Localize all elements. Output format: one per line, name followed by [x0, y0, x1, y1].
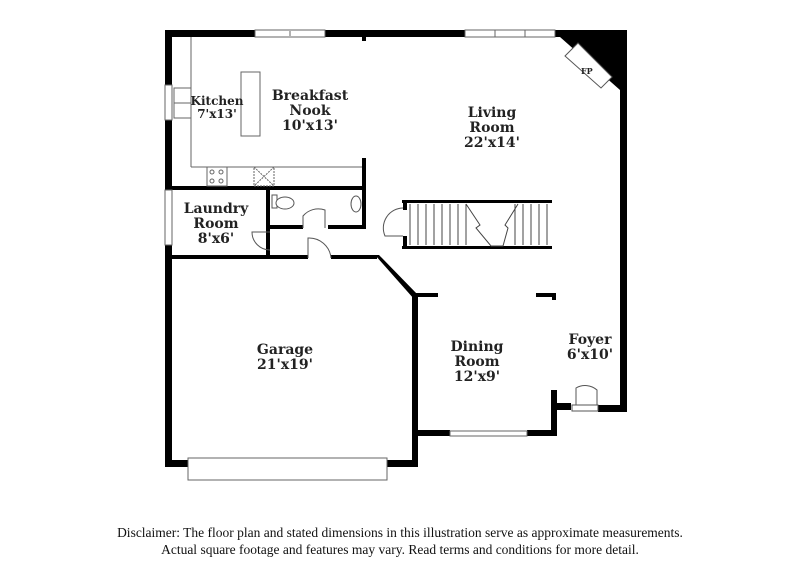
room-label-breakfast-nook: Breakfast Nook 10'x13'	[271, 88, 349, 135]
room-label-laundry-room: Laundry Room 8'x6'	[183, 201, 249, 248]
room-name-line1: Living	[467, 105, 517, 121]
room-label-dining-room: Dining Room 12'x9'	[450, 339, 504, 386]
room-label-garage: Garage 21'x19'	[256, 342, 314, 374]
door-garage	[307, 237, 332, 259]
door-stair-closet	[382, 207, 404, 237]
room-name-line1: Breakfast	[271, 88, 349, 104]
window-kitchen-left	[164, 84, 173, 121]
disclaimer-line-1: Disclaimer: The floor plan and stated di…	[117, 525, 683, 540]
door-bathroom	[302, 208, 326, 228]
room-dimensions: 10'x13'	[282, 118, 338, 135]
room-name: Garage	[256, 342, 314, 358]
room-dimensions: 12'x9'	[453, 369, 501, 386]
room-dimensions: 7'x13'	[197, 106, 237, 121]
window-living-top	[464, 29, 556, 38]
room-name-line1: Dining	[450, 339, 504, 355]
windows	[164, 29, 556, 481]
doors	[251, 207, 599, 412]
door-front-sill	[571, 404, 599, 412]
window-laundry-left	[164, 189, 173, 246]
room-dimensions: 8'x6'	[197, 231, 235, 248]
door-front	[575, 385, 598, 405]
window-dining-bottom	[449, 430, 528, 437]
door-laundry	[251, 231, 271, 251]
room-dimensions: 21'x19'	[257, 357, 313, 374]
dishwasher	[253, 166, 275, 187]
room-name-line2: Room	[469, 120, 515, 137]
room-name: Kitchen	[190, 94, 244, 108]
garage-door	[187, 457, 388, 481]
room-name-line2: Room	[193, 216, 239, 233]
fireplace-label: FP	[581, 66, 593, 76]
bathroom-sink	[350, 195, 362, 213]
toilet-bowl	[275, 196, 295, 210]
fireplace	[564, 42, 613, 89]
stove	[206, 166, 228, 187]
staircase	[409, 203, 548, 247]
room-name-line2: Room	[454, 354, 500, 371]
room-label-kitchen: Kitchen 7'x13'	[191, 95, 244, 121]
room-name-line1: Laundry	[183, 201, 249, 217]
kitchen-island	[240, 71, 261, 137]
kitchen-fixtures	[173, 37, 362, 187]
bathroom-fixtures	[271, 194, 362, 213]
room-dimensions: 22'x14'	[464, 135, 520, 152]
room-label-living-room: Living Room 22'x14'	[464, 105, 520, 152]
disclaimer: Disclaimer: The floor plan and stated di…	[0, 524, 800, 558]
room-label-foyer: Foyer 6'x10'	[566, 332, 614, 364]
room-name: Foyer	[568, 332, 612, 348]
room-name-line2: Nook	[289, 103, 331, 120]
room-dimensions: 6'x10'	[566, 347, 614, 364]
disclaimer-line-2: Actual square footage and features may v…	[161, 542, 639, 557]
